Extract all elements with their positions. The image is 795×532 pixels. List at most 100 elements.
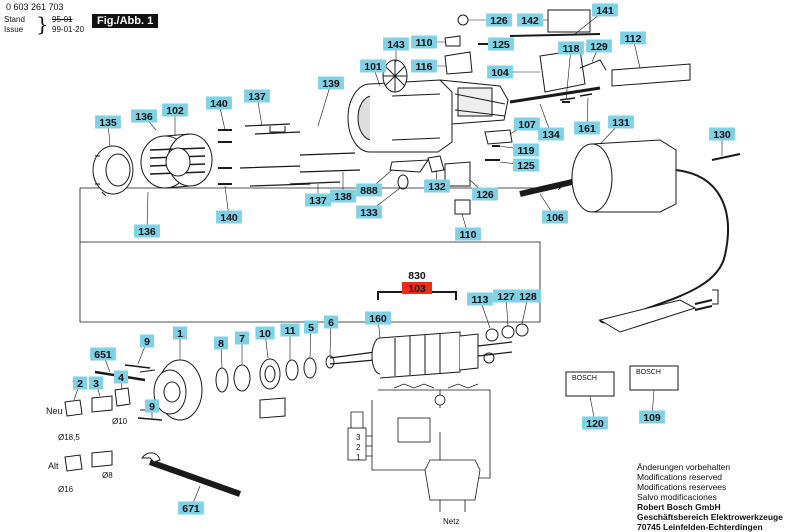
callout-p7: 7 [235, 331, 249, 364]
callout-p127: 127 [493, 289, 519, 327]
callout-label: 119 [518, 145, 535, 157]
callout-box [514, 117, 540, 131]
part-107 [484, 129, 513, 145]
callout-label: 160 [369, 313, 387, 325]
callout-label: 133 [360, 207, 378, 219]
callout-box [538, 127, 564, 141]
callout-label: 1 [177, 328, 183, 340]
dim-neu: Neu [46, 406, 63, 416]
callout-p6: 6 [324, 315, 338, 357]
bearing-10 [259, 358, 281, 390]
callout-p9b: 9 [145, 399, 159, 418]
callout-p119: 119 [499, 143, 539, 157]
callout-label: 136 [135, 111, 153, 123]
field-bar-drawing [239, 123, 311, 187]
callout-label: 9 [149, 401, 155, 413]
rod-141 [509, 33, 601, 37]
shaft-134 [509, 86, 601, 104]
callout-box [178, 501, 204, 515]
small-bearing [483, 352, 495, 364]
callout-label: 129 [590, 41, 608, 53]
callout-label: 4 [118, 372, 124, 384]
callout-box [214, 336, 228, 350]
callout-p128: 128 [515, 289, 541, 325]
collet-alt [91, 450, 113, 468]
callout-box [173, 326, 187, 340]
callout-label: 140 [220, 212, 238, 224]
collet-nut-alt [64, 454, 83, 472]
callout-box [244, 89, 270, 103]
dim-d185: Ø18,5 [58, 433, 80, 442]
schematic-pos-2: 2 [356, 443, 361, 452]
note-line-1: Änderungen vorbehalten [637, 462, 731, 472]
callout-p135: 135 [95, 115, 121, 147]
callout-box [114, 370, 128, 384]
wrench-671 [148, 459, 242, 497]
callout-p137a: 137 [244, 89, 270, 127]
callout-label: 125 [517, 160, 535, 172]
callout-box [639, 410, 665, 424]
callout-p109: 109 [639, 389, 665, 424]
callout-p126a: 126 [468, 13, 512, 27]
callout-box [558, 41, 584, 55]
callout-label: 9 [144, 336, 150, 348]
callout-box [620, 31, 646, 45]
callout-p137b: 137 [305, 184, 331, 207]
screw-130 [711, 153, 741, 161]
callout-p110b: 110 [455, 213, 481, 241]
note-line-4: Salvo modificaciones [637, 492, 717, 502]
callout-box [592, 3, 618, 17]
callout-p104: 104 [487, 65, 540, 79]
callout-p11: 11 [280, 323, 300, 360]
stand-label: Stand [4, 15, 25, 24]
callout-label: 103 [408, 283, 426, 295]
callout-p126b: 126 [469, 179, 498, 201]
callout-label: 137 [309, 195, 327, 207]
callout-box [513, 158, 539, 172]
callout-p134: 134 [538, 103, 564, 141]
callout-label: 141 [596, 5, 614, 17]
callout-label: 10 [259, 328, 271, 340]
callout-box [709, 127, 735, 141]
nameplate-text-120: BOSCH [572, 375, 597, 382]
callout-label: 136 [138, 226, 156, 238]
callout-label: 142 [521, 15, 539, 27]
front-flange-drawing [139, 359, 203, 421]
callout-p141: 141 [574, 3, 618, 35]
callout-label: 140 [210, 98, 228, 110]
callout-p139: 139 [317, 76, 344, 127]
nameplate-text-109: BOSCH [636, 369, 661, 376]
callout-box [73, 376, 87, 390]
callout-p131: 131 [599, 115, 634, 145]
callout-p125a: 125 [488, 37, 514, 51]
callout-p1: 1 [173, 326, 187, 360]
callout-box [424, 179, 450, 193]
figure-title: Fig./Abb. 1 [92, 14, 159, 28]
callout-p118: 118 [558, 41, 584, 101]
callout-box [542, 210, 568, 224]
callout-box [383, 37, 409, 51]
callout-label: 116 [416, 61, 433, 73]
callout-p888: 888 [356, 169, 393, 197]
bar-drawing-b [289, 152, 361, 185]
callout-box [134, 224, 160, 238]
callout-box [455, 227, 481, 241]
callout-p830: 830 [408, 270, 426, 282]
mains-cable [599, 169, 729, 324]
callout-box [318, 76, 344, 90]
callout-box [487, 65, 513, 79]
callout-label: 112 [625, 33, 642, 45]
screw-9a [124, 364, 151, 369]
fan-drawing [382, 59, 408, 93]
callout-box [140, 334, 154, 348]
bearing-set [259, 397, 286, 419]
callout-label: 126 [490, 15, 508, 27]
dim-d8: Ø8 [102, 471, 113, 480]
plug [598, 299, 697, 333]
ring-127 [501, 325, 515, 339]
callout-label: 671 [182, 503, 200, 515]
note-line-7: 70745 Leinfelden-Echterdingen [637, 522, 763, 532]
callout-label: 651 [94, 349, 112, 361]
nut-4 [114, 387, 131, 407]
